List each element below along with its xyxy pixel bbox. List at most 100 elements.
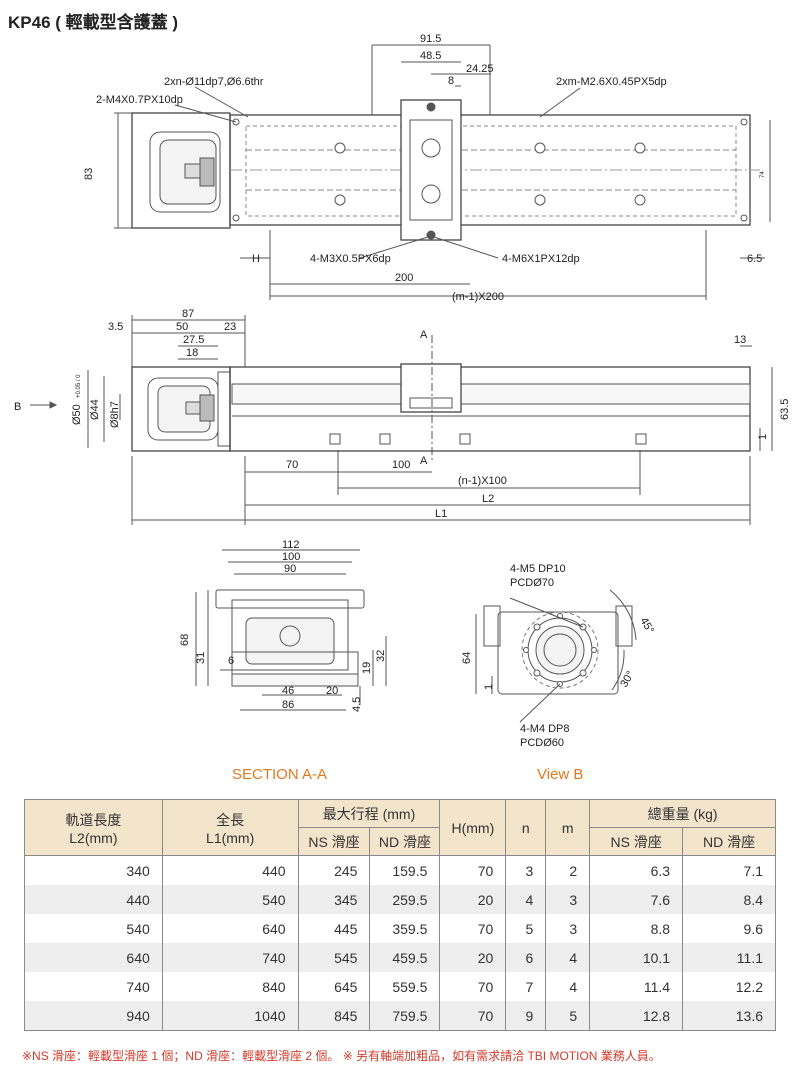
dim-90: 90 [284, 563, 296, 575]
table-cell: 459.5 [369, 943, 441, 972]
dim-6: 6 [228, 655, 234, 667]
table-cell: 640 [24, 943, 163, 972]
view-b [475, 589, 637, 723]
table-cell: 70 [439, 855, 507, 885]
th-max-stroke: 最大行程 (mm) [297, 799, 441, 828]
dim-68: 68 [179, 634, 191, 646]
th-m: m [545, 799, 591, 856]
footnote: ※NS 滑座：輕載型滑座 1 個；ND 滑座：輕載型滑座 2 個。 ※ 另有軸端… [22, 1049, 661, 1063]
view-mark-b: B [14, 401, 21, 413]
table-cell: 8.8 [589, 914, 684, 943]
dim-24-25: 24.25 [466, 63, 494, 75]
table-cell: 2 [545, 855, 591, 885]
dim-64: 64 [461, 652, 473, 664]
dim-l2: L2 [482, 493, 494, 505]
dim-19: 19 [361, 662, 373, 674]
table-cell: 3 [545, 885, 591, 914]
table-cell: 70 [439, 972, 507, 1001]
th-total-length-text: 全長 [216, 811, 245, 828]
table-cell: 740 [24, 972, 163, 1001]
dim-13: 13 [734, 334, 746, 346]
th-weight-ns: NS 滑座 [589, 827, 684, 856]
dim-1-b: 1 [483, 684, 495, 690]
dim-height-83: 83 [83, 168, 95, 180]
th-weight: 總重量 (kg) [589, 799, 776, 828]
dim-112: 112 [282, 539, 300, 551]
dim-32: 32 [375, 650, 387, 662]
table-cell: 4 [545, 943, 591, 972]
dim-pitch-100: (n-1)X100 [458, 475, 507, 487]
table-cell: 259.5 [369, 885, 441, 914]
dim-100: 100 [392, 459, 410, 471]
table-cell: 20 [439, 885, 507, 914]
table-cell: 6 [505, 943, 547, 972]
table-cell: 11.1 [682, 943, 776, 972]
dim-1: 1 [757, 434, 769, 440]
dim-4-5: 4.5 [351, 697, 363, 712]
table-cell: 70 [439, 914, 507, 943]
callout-m5: 4-M5 DP10 [510, 563, 566, 575]
table-cell: 440 [161, 855, 299, 885]
table-cell: 5 [505, 914, 547, 943]
dim-31: 31 [195, 652, 207, 664]
callout-m4: 2-M4X0.7PX10dp [96, 94, 183, 106]
th-total-length: 全長 L1(mm) [161, 799, 299, 856]
table-cell: 12.2 [682, 972, 776, 1001]
section-mark-a-top: A [420, 329, 428, 341]
callout-m6: 4-M6X1PX12dp [502, 253, 580, 265]
table-cell: 4 [505, 885, 547, 914]
callout-pcd70: PCDØ70 [510, 577, 554, 589]
dim-8: 8 [448, 75, 454, 87]
dim-74: 74 [760, 171, 766, 178]
spec-table: 軌道長度 L2(mm) 全長 L1(mm) 最大行程 (mm) H(mm) n … [24, 799, 776, 1031]
table-cell: 845 [297, 1001, 371, 1031]
angle-45: 45° [637, 616, 656, 636]
side-view [30, 315, 773, 525]
table-cell: 10.1 [589, 943, 684, 972]
dim-63-5: 63.5 [779, 399, 791, 420]
table-cell: 440 [24, 885, 163, 914]
table-cell: 20 [439, 943, 507, 972]
dim-phi44: Ø44 [89, 399, 101, 420]
th-h: H(mm) [439, 799, 507, 856]
section-aa-label: SECTION A-A [232, 766, 328, 783]
table-cell: 645 [297, 972, 371, 1001]
table-cell: 545 [297, 943, 371, 972]
side-view-text: 87 3.5 50 23 27.5 18 A A B Ø50 +0.05 / 0… [14, 308, 791, 520]
table-cell: 7 [505, 972, 547, 1001]
callout-holes: 2xn-Ø11dp7,Ø6.6thr [164, 76, 264, 88]
table-cell: 359.5 [369, 914, 441, 943]
callout-pcd60: PCDØ60 [520, 737, 564, 749]
dim-100-sec: 100 [282, 551, 300, 563]
table-cell: 559.5 [369, 972, 441, 1001]
callout-m26: 2xm-M2.6X0.45PX5dp [556, 76, 667, 88]
dim-70: 70 [286, 459, 298, 471]
th-weight-nd: ND 滑座 [682, 827, 776, 856]
th-rail-length-text: 軌道長度 [65, 811, 122, 828]
th-rail-length: 軌道長度 L2(mm) [24, 799, 163, 856]
dim-18: 18 [186, 347, 198, 359]
table-cell: 3 [545, 914, 591, 943]
table-cell: 940 [24, 1001, 163, 1031]
table-cell: 5 [545, 1001, 591, 1031]
dim-23: 23 [224, 321, 236, 333]
dim-phi50: Ø50 [71, 404, 83, 425]
table-cell: 759.5 [369, 1001, 441, 1031]
section-mark-a-bottom: A [420, 455, 428, 467]
table-cell: 159.5 [369, 855, 441, 885]
dim-3-5: 3.5 [108, 321, 123, 333]
dim-200: 200 [395, 272, 413, 284]
page-title: KP46 ( 輕載型含護蓋 ) [8, 13, 179, 32]
th-total-length-unit: L1(mm) [206, 829, 255, 846]
table-cell: 840 [161, 972, 299, 1001]
th-stroke-nd: ND 滑座 [369, 827, 441, 856]
table-cell: 340 [24, 855, 163, 885]
section-a-a-text: 112 100 90 68 31 6 19 32 46 20 4.5 86 [179, 539, 387, 712]
table-cell: 245 [297, 855, 371, 885]
